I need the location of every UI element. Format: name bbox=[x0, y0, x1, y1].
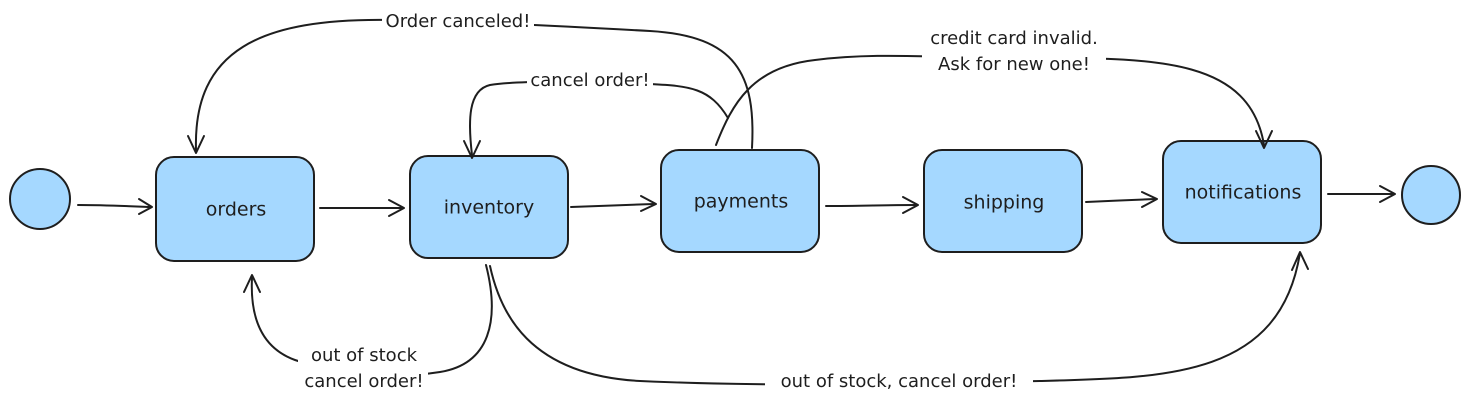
label-bg-out-of-stock-notify bbox=[765, 370, 1033, 394]
arrowhead-notifications-end bbox=[1379, 185, 1396, 203]
arrowhead-inventory-payments bbox=[640, 195, 657, 212]
edge-payments-shipping[interactable] bbox=[825, 204, 917, 207]
orders-label: orders bbox=[206, 199, 267, 221]
edge-label-cancel-order: cancel order! bbox=[530, 70, 649, 91]
label-bg-out-of-stock bbox=[298, 344, 428, 394]
node-shipping[interactable]: shipping bbox=[923, 149, 1083, 253]
edge-label-credit-card-line1: credit card invalid. bbox=[930, 28, 1098, 49]
node-orders[interactable]: orders bbox=[155, 156, 315, 262]
arrowhead-payments-shipping bbox=[902, 196, 919, 214]
edge-inventory-payments[interactable] bbox=[570, 203, 655, 208]
start-state[interactable] bbox=[9, 168, 71, 230]
edge-label-order-canceled: Order canceled! bbox=[386, 11, 531, 32]
arrowhead-cancel-order-inventory bbox=[463, 140, 481, 159]
arrowhead-order-canceled bbox=[187, 135, 205, 154]
edge-label-out-of-stock-line1: out of stock bbox=[311, 345, 418, 366]
label-bg-order-canceled bbox=[382, 10, 534, 34]
arrowhead-orders-inventory bbox=[388, 199, 405, 217]
edge-label-out-of-stock-line2: cancel order! bbox=[304, 371, 423, 392]
payments-box[interactable] bbox=[660, 149, 820, 253]
node-inventory[interactable]: inventory bbox=[409, 155, 569, 259]
label-bg-credit-card bbox=[922, 27, 1106, 77]
edge-shipping-notifications[interactable] bbox=[1085, 198, 1156, 203]
arrowhead-credit-card bbox=[1255, 130, 1273, 149]
label-bg-cancel-order bbox=[527, 69, 653, 93]
arrowhead-start-orders bbox=[138, 198, 153, 215]
shipping-box[interactable] bbox=[923, 149, 1083, 253]
shipping-label: shipping bbox=[964, 192, 1045, 214]
orders-box[interactable] bbox=[155, 156, 315, 262]
end-state[interactable] bbox=[1401, 165, 1461, 225]
payments-label: payments bbox=[694, 191, 789, 213]
notifications-box[interactable] bbox=[1162, 140, 1322, 244]
edge-inventory-notifications-stock[interactable] bbox=[489, 252, 1301, 386]
node-payments[interactable]: payments bbox=[660, 149, 820, 253]
inventory-box[interactable] bbox=[409, 155, 569, 259]
arrowhead-out-of-stock-notifications bbox=[1291, 251, 1309, 271]
arrowhead-shipping-notifications bbox=[1141, 191, 1158, 208]
node-notifications[interactable]: notifications bbox=[1162, 140, 1322, 244]
inventory-label: inventory bbox=[444, 197, 534, 219]
notifications-label: notifications bbox=[1185, 182, 1302, 204]
edge-label-out-of-stock-notify: out of stock, cancel order! bbox=[781, 371, 1018, 392]
edge-start-orders[interactable] bbox=[77, 204, 151, 208]
edge-label-credit-card-line2: Ask for new one! bbox=[938, 54, 1090, 75]
arrowhead-out-of-stock-orders bbox=[243, 274, 261, 293]
